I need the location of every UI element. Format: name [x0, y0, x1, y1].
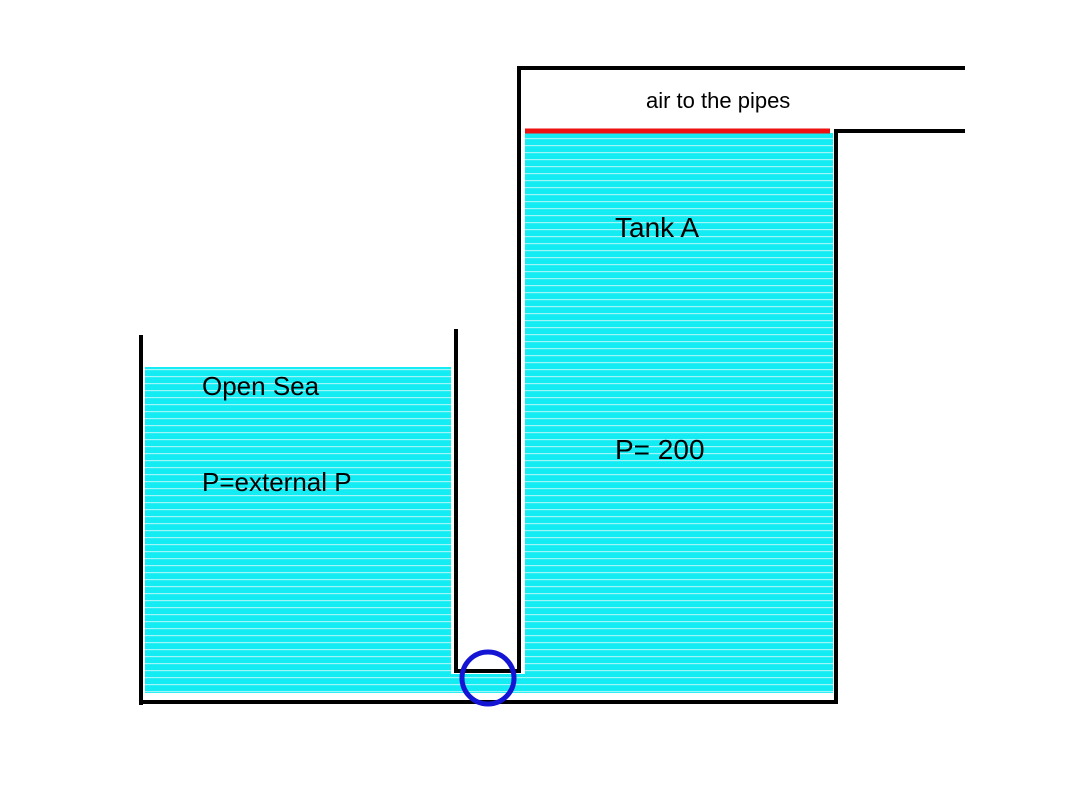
tank-a-water — [525, 133, 833, 693]
air-label: air to the pipes — [646, 88, 791, 113]
channel-water — [451, 674, 525, 693]
open-sea-pressure-label: P=external P — [202, 467, 352, 497]
tank-a-label: Tank A — [615, 212, 700, 243]
open-sea-water — [145, 367, 451, 693]
valve-circle — [459, 649, 517, 707]
open-sea-label: Open Sea — [202, 371, 320, 401]
tank-a-pressure-label: P= 200 — [615, 434, 705, 465]
